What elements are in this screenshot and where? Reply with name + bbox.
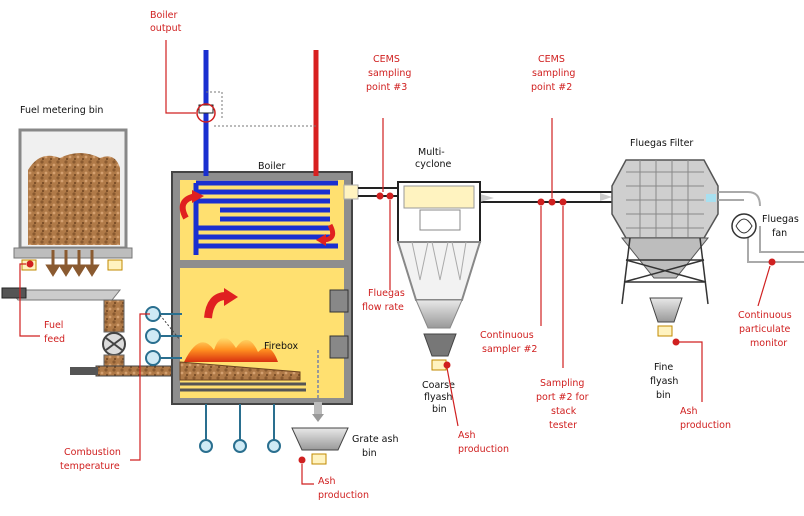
svg-text:bin: bin [432, 404, 447, 415]
ash-production-grate-label: Ash production [318, 476, 369, 501]
cems-point-3-label: CEMS sampling point #3 [366, 54, 411, 93]
svg-text:feed: feed [44, 334, 65, 345]
svg-text:particulate: particulate [739, 324, 791, 335]
svg-text:point #2: point #2 [531, 82, 572, 93]
fuel-feeder [1, 287, 181, 377]
svg-text:flyash: flyash [424, 392, 452, 403]
grate-ash-bin-label: Grate ash bin [352, 434, 398, 459]
ash-production-coarse-label: Ash production [458, 430, 509, 455]
svg-text:flyash: flyash [650, 376, 678, 387]
svg-text:Ash: Ash [680, 406, 697, 417]
fluegas-fan-label: Fluegas fan [762, 214, 799, 239]
combustion-air-inlets [145, 306, 281, 453]
cems-point-2-label: CEMS sampling point #2 [531, 54, 575, 93]
svg-text:Continuous: Continuous [738, 310, 792, 321]
fuel-feed-leader [19, 263, 40, 337]
firebox-label: Firebox [264, 341, 299, 352]
svg-text:sampler #2: sampler #2 [482, 344, 537, 355]
svg-text:bin: bin [656, 390, 671, 401]
svg-text:production: production [318, 490, 369, 501]
grate-ash-bin [291, 402, 349, 465]
combustion-temperature-label: Combustion temperature [60, 447, 121, 472]
svg-text:sampling: sampling [532, 68, 575, 79]
svg-text:monitor: monitor [750, 338, 787, 349]
coarse-ash-marker [443, 361, 451, 369]
svg-text:production: production [458, 444, 509, 455]
boiler-output-label: Boiler output [150, 10, 182, 34]
svg-text:Sampling: Sampling [540, 378, 584, 389]
boiler-label: Boiler [258, 161, 285, 172]
multicyclone [396, 181, 482, 371]
svg-text:Grate ash: Grate ash [352, 434, 398, 445]
filter-outlet-tint [706, 194, 716, 202]
svg-text:cyclone: cyclone [415, 159, 452, 170]
svg-text:Ash: Ash [458, 430, 475, 441]
sampling-port-label: Sampling port #2 for stack tester [536, 378, 589, 431]
grate-ash-marker [298, 456, 306, 464]
fuel-metering-bin-label: Fuel metering bin [20, 105, 103, 116]
svg-text:flow rate: flow rate [362, 302, 404, 313]
coarse-ash-leader [446, 367, 459, 427]
fluegas-fan [731, 213, 757, 239]
svg-text:point #3: point #3 [366, 82, 407, 93]
svg-text:port #2 for: port #2 for [536, 392, 589, 403]
particulate-monitor-marker [768, 258, 776, 266]
fine-flyash-bin-label: Fine flyash bin [650, 362, 678, 401]
ash-production-fine-label: Ash production [680, 406, 731, 431]
fluegas-filter-label: Fluegas Filter [630, 138, 693, 149]
fluegas-filter [611, 159, 719, 337]
svg-text:bin: bin [362, 448, 377, 459]
svg-text:Multi-: Multi- [418, 147, 445, 158]
particulate-monitor-leader [757, 265, 771, 307]
coarse-flyash-bin-label: Coarse flyash bin [422, 380, 455, 415]
svg-text:production: production [680, 420, 731, 431]
fine-ash-leader [676, 341, 703, 402]
svg-text:temperature: temperature [60, 461, 120, 472]
svg-text:tester: tester [549, 420, 577, 431]
fan-blade-icon [735, 218, 753, 234]
fuel-feed-marker [26, 260, 34, 268]
svg-text:Boiler: Boiler [150, 10, 177, 21]
boiler-water-pipes [196, 50, 319, 176]
flow-arrow-cyclone-out [480, 194, 494, 202]
svg-text:Ash: Ash [318, 476, 335, 487]
svg-text:CEMS: CEMS [373, 54, 400, 65]
cems-point-3-marker [376, 192, 394, 200]
temperature-probe-line [159, 314, 181, 341]
svg-text:fan: fan [772, 228, 787, 239]
svg-text:Continuous: Continuous [480, 330, 534, 341]
svg-text:Combustion: Combustion [64, 447, 121, 458]
cems-point-2-marker [537, 198, 567, 206]
flow-arrow-filter-inlet [600, 193, 612, 201]
combustion-temp-leader [130, 313, 150, 461]
fan-duct [718, 191, 804, 263]
svg-text:sampling: sampling [368, 68, 411, 79]
svg-text:output: output [150, 23, 182, 34]
multicyclone-label: Multi- cyclone [415, 147, 452, 170]
fuel-metering-bin [8, 128, 133, 301]
boiler-unit [171, 171, 359, 405]
svg-text:stack: stack [551, 406, 577, 417]
svg-text:Fluegas: Fluegas [762, 214, 799, 225]
svg-text:Coarse: Coarse [422, 380, 455, 391]
boiler-output-leader [165, 40, 196, 114]
continuous-sampler-label: Continuous sampler #2 [480, 330, 537, 355]
grate-ash-leader [301, 464, 314, 485]
svg-text:Fine: Fine [654, 362, 673, 373]
svg-text:CEMS: CEMS [538, 54, 565, 65]
fuel-feed-label: Fuel feed [44, 320, 65, 345]
svg-text:Fuel: Fuel [44, 320, 63, 331]
svg-text:Fluegas: Fluegas [368, 288, 405, 299]
fluegas-flow-rate-label: Fluegas flow rate [362, 288, 405, 313]
particulate-monitor-label: Continuous particulate monitor [738, 310, 792, 349]
